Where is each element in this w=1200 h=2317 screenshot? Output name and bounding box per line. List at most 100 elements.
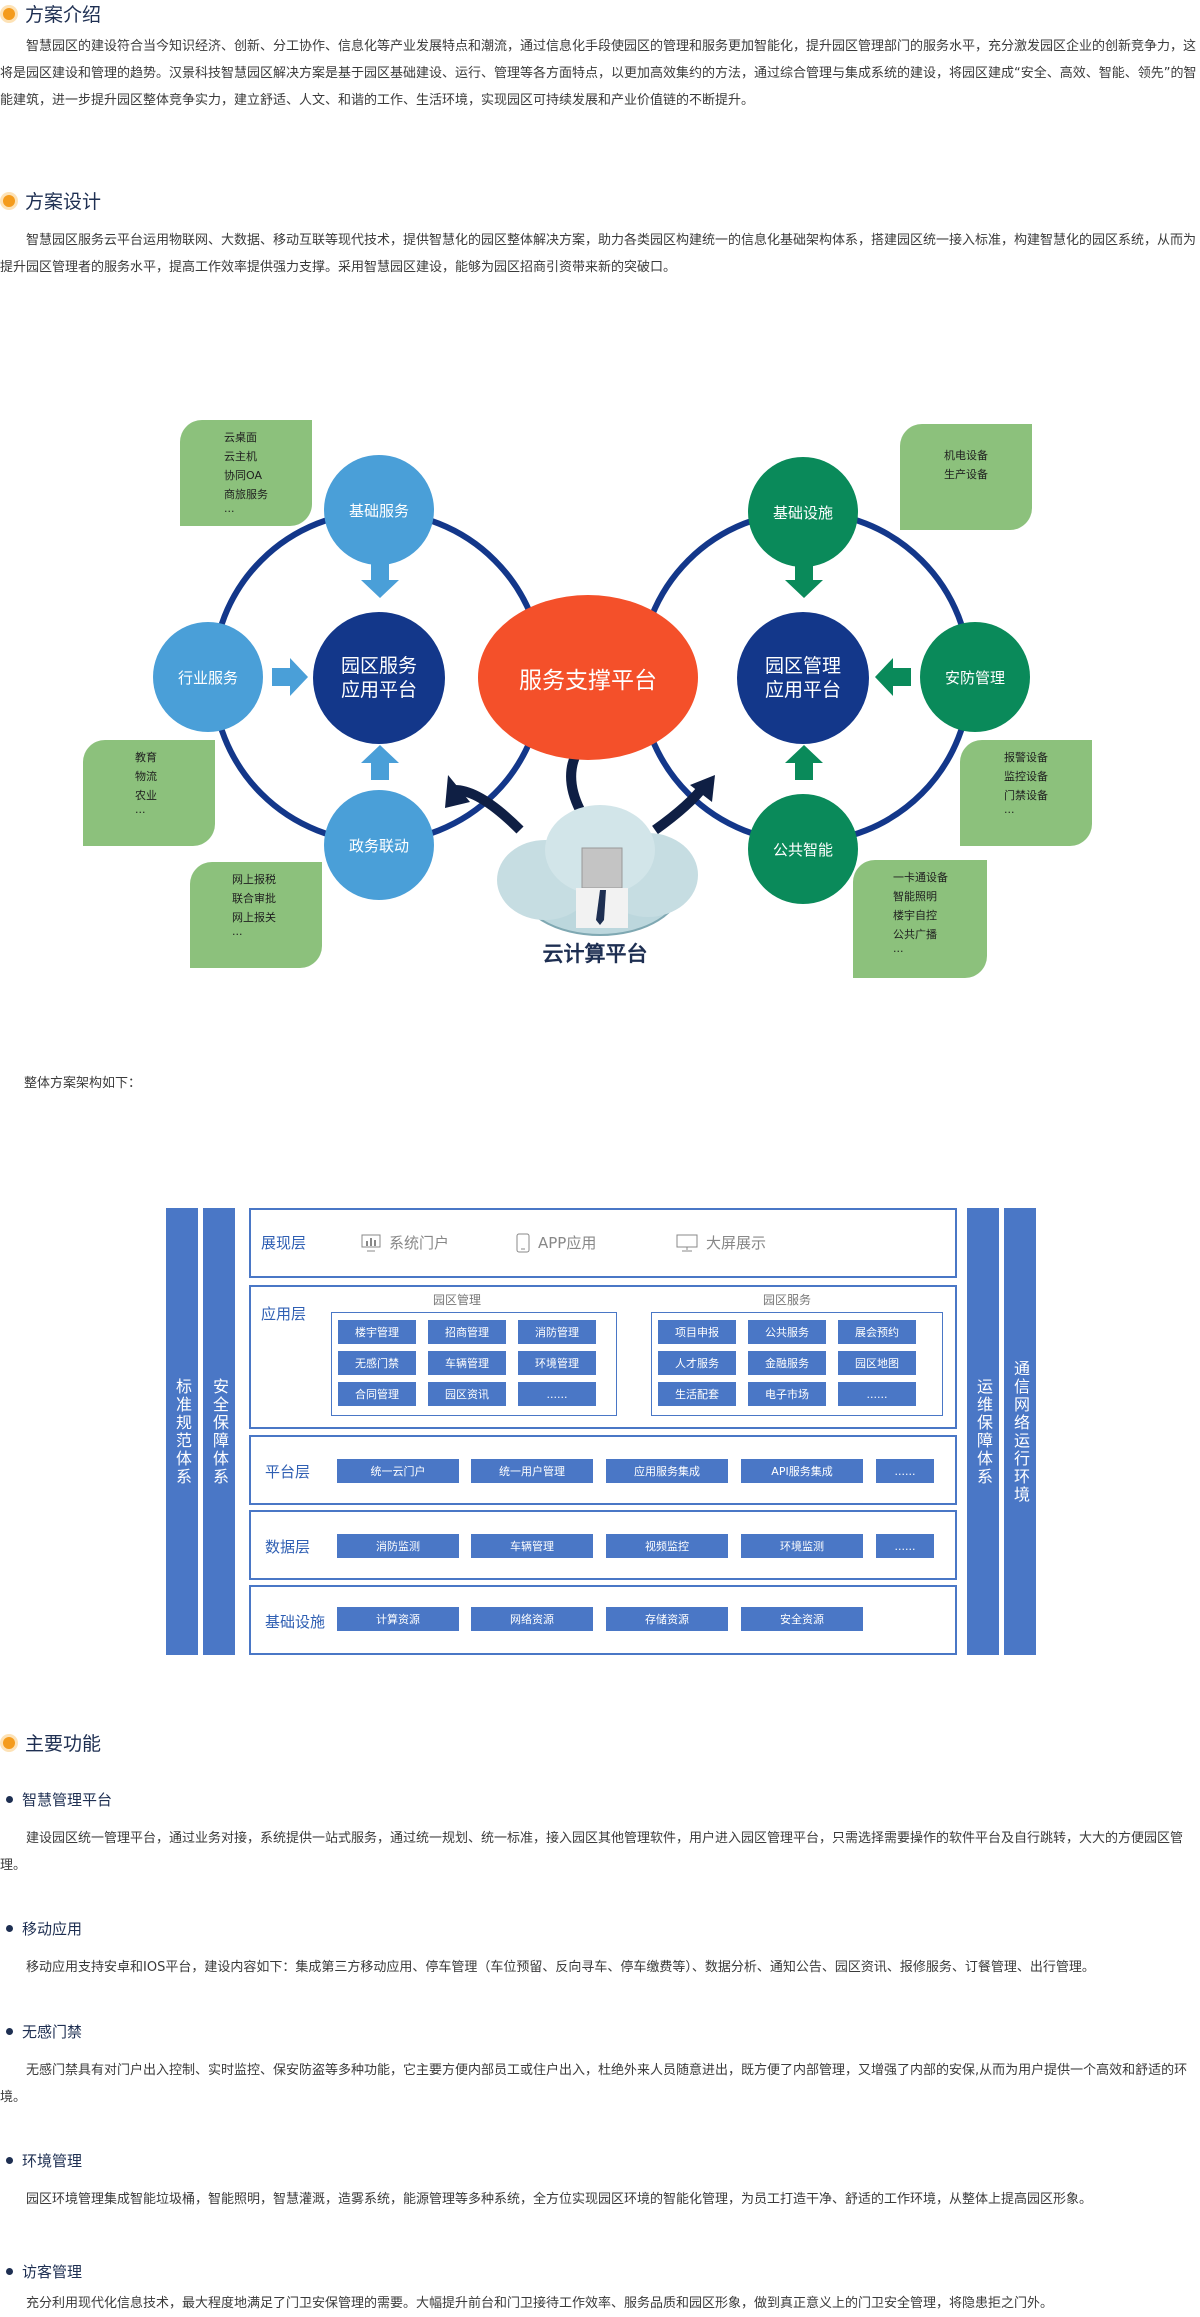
application-layer-label: 应用层 <box>261 1305 307 1323</box>
leaf-item: 网上报关 <box>232 911 276 924</box>
leaf-gov-linkage: 网上报税 联合审批 网上报关 ... <box>190 862 322 968</box>
leaf-item: 协同OA <box>224 469 262 482</box>
arch-note: 整体方案架构如下： <box>24 1076 142 1091</box>
phone-icon <box>516 1233 530 1252</box>
leaf-public-smart: 一卡通设备 智能照明 楼宇自控 公共广播 ... <box>853 860 987 978</box>
leaf-item: ... <box>1004 803 1015 816</box>
intro-paragraph: 智慧园区的建设符合当今知识经济、创新、分工协作、信息化等产业发展特点和潮流，通过… <box>0 39 1197 108</box>
node-gov-linkage: 政务联动 <box>324 790 434 900</box>
app-block: 合同管理 <box>338 1382 416 1406</box>
system-portal-item: 系统门户 <box>361 1232 449 1253</box>
leaf-item: 门禁设备 <box>1004 789 1048 802</box>
feature-text-4: 园区环境管理集成智能垃圾桶，智能照明，智慧灌溉，造雾系统，能源管理等多种系统，全… <box>26 2192 1093 2207</box>
cloud-platform-label: 云计算平台 <box>542 942 648 966</box>
group-park-service-label: 园区服务 <box>763 1293 812 1307</box>
leaf-item: ... <box>224 502 235 515</box>
app-block: ...... <box>518 1382 596 1406</box>
app-block: 招商管理 <box>428 1320 506 1344</box>
dot-bullet-icon <box>6 1796 13 1803</box>
feature-title-text: 无感门禁 <box>22 2023 83 2041</box>
node-basic-service: 基础服务 <box>324 455 434 565</box>
sun-bullet-icon <box>3 7 15 20</box>
system-portal-label: 系统门户 <box>389 1234 450 1252</box>
leaf-item: 物流 <box>135 770 157 783</box>
monitor-icon <box>676 1234 698 1251</box>
sun-bullet-icon <box>3 1736 15 1749</box>
node-security-mgmt: 安防管理 <box>920 622 1030 732</box>
group-park-mgmt <box>331 1312 617 1416</box>
platform-block: ...... <box>876 1459 934 1483</box>
leaf-item: 生产设备 <box>944 468 988 481</box>
app-block: 电子市场 <box>748 1382 826 1406</box>
platform-block: 统一云门户 <box>337 1459 459 1483</box>
app-block: 金融服务 <box>748 1351 826 1375</box>
app-block: 公共服务 <box>748 1320 826 1344</box>
dot-bullet-icon <box>6 1925 13 1932</box>
presentation-layer: 展现层 系统门户 APP应用 大屏展示 <box>249 1208 957 1278</box>
data-block: 车辆管理 <box>471 1534 593 1558</box>
leaf-item: 云主机 <box>224 450 257 463</box>
leaf-item: 一卡通设备 <box>893 871 948 884</box>
app-block: ...... <box>838 1382 916 1406</box>
feature-title-2: 移动应用 <box>6 1918 82 1939</box>
data-block: 消防监测 <box>337 1534 459 1558</box>
app-block: 园区资讯 <box>428 1382 506 1406</box>
solution-diagram: 服务支撑平台 园区服务 应用平台 园区管理 应用平台 基础服务 行业服务 政务联… <box>0 410 1200 985</box>
left-hub-line2: 应用平台 <box>340 679 417 701</box>
node-industry-service: 行业服务 <box>153 622 263 732</box>
app-block: 人才服务 <box>658 1351 736 1375</box>
right-hub-line2: 应用平台 <box>764 679 841 701</box>
app-block: 生活配套 <box>658 1382 736 1406</box>
app-block: 项目申报 <box>658 1320 736 1344</box>
leaf-item: 商旅服务 <box>224 488 268 501</box>
intro-title: 方案介绍 <box>0 0 101 27</box>
design-title: 方案设计 <box>0 187 101 214</box>
data-block: 视频监控 <box>606 1534 728 1558</box>
app-item: APP应用 <box>516 1232 596 1253</box>
architecture-diagram: 标准规范体系 安全保障体系 运维保障体系 通信网络运行环境 展现层 系统门户 A… <box>0 1208 1200 1658</box>
diagram-rings <box>210 509 973 936</box>
dot-bullet-icon <box>6 2268 13 2275</box>
leaf-basic-service: 云桌面 云主机 协同OA 商旅服务 ... <box>180 420 312 526</box>
leaf-item: 农业 <box>135 789 157 802</box>
left-hub-line1: 园区服务 <box>340 655 417 677</box>
data-block: ...... <box>876 1534 934 1558</box>
features-title: 主要功能 <box>0 1729 101 1756</box>
presentation-layer-label: 展现层 <box>261 1234 307 1252</box>
feature-title-3: 无感门禁 <box>6 2021 82 2042</box>
data-block: 环境监测 <box>741 1534 863 1558</box>
leaf-item: 报警设备 <box>1004 751 1048 764</box>
right-hub-circle: 园区管理 应用平台 <box>737 612 869 744</box>
leaf-item: 楼宇自控 <box>893 909 937 922</box>
leaf-item: ... <box>232 925 243 938</box>
app-label: APP应用 <box>538 1234 597 1252</box>
leaf-item: 云桌面 <box>224 431 257 444</box>
feature-text-3: 无感门禁具有对门户出入控制、实时监控、保安防盗等多种功能，它主要方便内部员工或住… <box>0 2063 1188 2105</box>
leaf-item: ... <box>893 942 904 955</box>
design-paragraph: 智慧园区服务云平台运用物联网、大数据、移动互联等现代技术，提供智慧化的园区整体解… <box>0 233 1197 275</box>
left-hub-circle: 园区服务 应用平台 <box>313 612 445 744</box>
platform-block: API服务集成 <box>741 1459 863 1483</box>
feature-title-1: 智慧管理平台 <box>6 1789 112 1810</box>
feature-text-1: 建设园区统一管理平台，通过业务对接，系统提供一站式服务，通过统一规划、统一标准，… <box>0 1831 1184 1873</box>
platform-block: 应用服务集成 <box>606 1459 728 1483</box>
infra-block: 网络资源 <box>471 1607 593 1631</box>
leaf-item: 机电设备 <box>944 449 988 462</box>
big-screen-label: 大屏展示 <box>706 1234 767 1252</box>
dot-bullet-icon <box>6 2028 13 2035</box>
side-security-system: 安全保障体系 <box>203 1208 235 1655</box>
leaf-item: 智能照明 <box>893 890 937 903</box>
leaf-security-mgmt: 报警设备 监控设备 门禁设备 ... <box>960 740 1092 846</box>
feature-title-text: 智慧管理平台 <box>22 1791 113 1809</box>
features-title-text: 主要功能 <box>25 1733 102 1755</box>
platform-block: 统一用户管理 <box>471 1459 593 1483</box>
platform-layer: 平台层 统一云门户 统一用户管理 应用服务集成 API服务集成 ...... <box>249 1435 957 1505</box>
leaf-item: ... <box>135 803 146 816</box>
feature-title-5: 访客管理 <box>6 2261 82 2282</box>
side-ops-system: 运维保障体系 <box>967 1208 999 1655</box>
data-layer: 数据层 消防监测 车辆管理 视频监控 环境监测 ...... <box>249 1510 957 1580</box>
infra-block: 安全资源 <box>741 1607 863 1631</box>
app-block: 展会预约 <box>838 1320 916 1344</box>
feature-title-text: 移动应用 <box>22 1920 83 1938</box>
app-block: 园区地图 <box>838 1351 916 1375</box>
